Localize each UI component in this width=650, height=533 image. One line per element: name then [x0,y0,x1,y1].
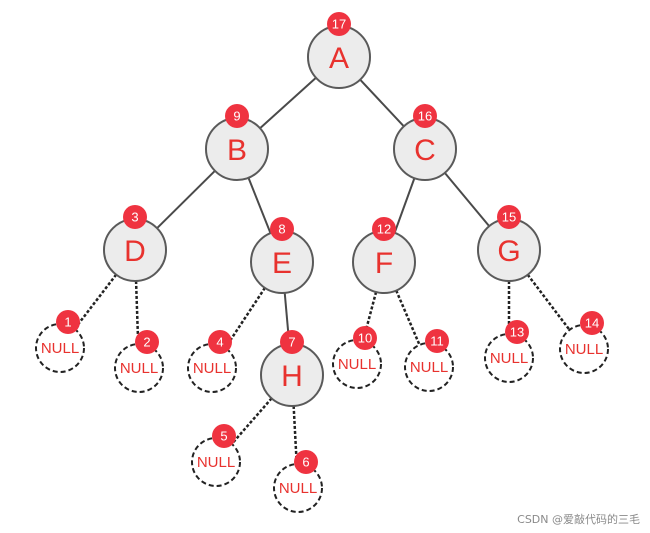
order-number: 8 [278,222,285,237]
tree-nodes: A17B9C16D3E8F12G15H7NULL1NULL2NULL4NULL5… [35,12,609,513]
order-badge [123,205,147,229]
edge-C-G [444,172,490,227]
order-badge [56,310,80,334]
null-leaf-1: NULL 1 [35,310,85,373]
order-number: 10 [358,331,372,346]
null-label: NULL [120,360,158,377]
null-label: NULL [279,480,317,497]
order-number: 9 [233,109,240,124]
null-label: NULL [410,359,448,376]
order-number: 3 [131,210,138,225]
null-leaf-2: NULL 2 [114,330,164,393]
order-number: 1 [64,315,71,330]
node-label: C [414,134,436,167]
edge-B-E [247,177,272,234]
order-number: 17 [332,17,346,32]
order-badge [413,104,437,128]
edge-D-n1 [73,273,118,330]
order-number: 6 [302,455,309,470]
node-label: E [272,247,292,280]
tree-node-B: B9 [205,104,269,181]
order-number: 2 [143,335,150,350]
node-label: G [497,235,520,268]
order-badge [505,320,529,344]
null-label: NULL [338,356,376,373]
order-badge [225,104,249,128]
tree-node-F: F 12 [352,217,416,294]
order-badge [353,326,377,350]
order-number: 16 [418,109,432,124]
edge-B-D [156,170,216,229]
null-label: NULL [565,341,603,358]
tree-node-G: G 15 [477,205,541,282]
order-number: 7 [288,335,295,350]
order-badge [212,424,236,448]
order-number: 12 [377,222,391,237]
null-leaf-13: NULL 13 [484,320,534,383]
node-label: A [329,42,349,75]
null-leaf-14: NULL 14 [559,311,609,374]
edge-E-n4 [224,287,266,349]
order-badge [208,330,232,354]
node-label: D [124,235,146,268]
edge-F-n11 [395,290,421,346]
order-number: 15 [502,210,516,225]
edge-C-F [393,177,416,234]
order-number: 13 [510,325,524,340]
order-badge [497,205,521,229]
null-leaf-10: NULL 10 [332,326,382,389]
edge-G-n14 [526,273,571,331]
null-leaf-6: NULL 6 [273,450,323,513]
edge-D-n2 [134,280,140,345]
null-label: NULL [41,340,79,357]
order-badge [135,330,159,354]
node-label: F [375,247,393,280]
order-number: 4 [216,335,223,350]
order-badge [425,329,449,353]
tree-node-C: C 16 [393,104,457,181]
null-leaf-11: NULL 11 [404,329,454,392]
order-number: 14 [585,316,599,331]
tree-node-A: A 17 [307,12,371,89]
null-label: NULL [193,360,231,377]
tree-node-E: E8 [250,217,314,294]
order-badge [327,12,351,36]
null-leaf-5: NULL 5 [191,424,241,487]
node-label: B [227,134,247,167]
watermark: CSDN @爱敲代码的三毛 [517,513,640,526]
node-label: H [281,360,303,393]
order-number: 11 [430,334,444,349]
tree-node-D: D3 [103,205,167,282]
null-leaf-4: NULL 4 [187,330,237,393]
edge-A-B [259,77,317,129]
order-badge [372,217,396,241]
tree-node-H: H7 [260,330,324,407]
edge-A-C [359,78,405,128]
order-number: 5 [220,429,227,444]
order-badge [294,450,318,474]
order-badge [280,330,304,354]
null-label: NULL [197,454,235,471]
edge-H-n5 [230,397,273,445]
order-badge [270,217,294,241]
order-badge [580,311,604,335]
null-label: NULL [490,350,528,367]
